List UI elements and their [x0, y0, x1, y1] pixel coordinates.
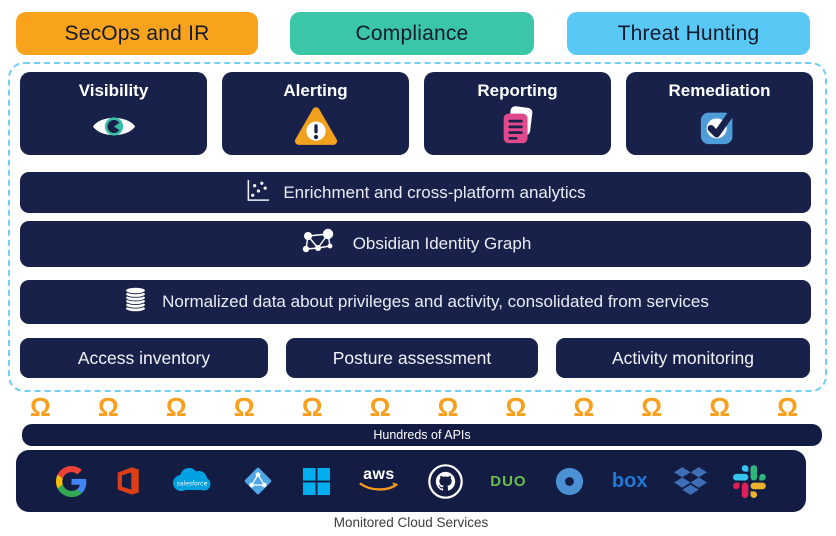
link-connector-icon: Ω	[437, 392, 459, 422]
link-connector-icon: Ω	[573, 392, 595, 422]
layer-normalized-data-label: Normalized data about privileges and act…	[162, 292, 709, 311]
capability-reporting-label: Reporting	[477, 81, 558, 100]
pill-compliance-label: Compliance	[355, 21, 469, 45]
capability-visibility-label: Visibility	[78, 81, 149, 100]
api-count-label: Hundreds of APIs	[373, 428, 471, 442]
report-document-icon	[497, 101, 539, 155]
function-posture-assessment-label: Posture assessment	[332, 347, 492, 368]
api-connectors-row: Ω Ω Ω Ω Ω Ω Ω Ω Ω Ω Ω Ω	[16, 392, 812, 422]
function-activity-monitoring: Activity monitoring	[556, 338, 810, 378]
monitored-services-bar: salesforce aws	[16, 450, 806, 512]
capability-remediation: Remediation	[626, 72, 813, 155]
aws-logo-text: aws	[363, 466, 395, 484]
layer-analytics-label: Enrichment and cross-platform analytics	[283, 182, 586, 202]
database-icon	[122, 285, 149, 319]
pill-threat-hunting: Threat Hunting	[567, 12, 810, 55]
capability-remediation-label: Remediation	[668, 81, 771, 100]
svg-text:salesforce: salesforce	[177, 481, 208, 488]
pill-secops-label: SecOps and IR	[64, 21, 210, 45]
checkbox-icon	[698, 101, 742, 155]
capability-reporting: Reporting	[424, 72, 611, 155]
duo-logo-text: DUO	[490, 472, 527, 490]
platform-boundary	[8, 62, 827, 392]
capability-visibility: Visibility	[20, 72, 207, 155]
box-logo-icon: box	[612, 471, 648, 491]
api-count-bar: Hundreds of APIs	[22, 424, 822, 446]
dropbox-logo-icon	[673, 466, 707, 496]
link-connector-icon: Ω	[641, 392, 663, 422]
salesforce-logo-icon: salesforce	[169, 466, 213, 496]
link-connector-icon: Ω	[233, 392, 255, 422]
eye-icon	[91, 101, 137, 155]
alert-triangle-icon	[294, 101, 338, 155]
layer-identity-graph: Obsidian Identity Graph	[20, 221, 811, 267]
box-logo-text: box	[611, 470, 648, 492]
link-connector-icon: Ω	[777, 392, 798, 422]
pill-compliance: Compliance	[290, 12, 534, 55]
link-connector-icon: Ω	[30, 392, 51, 422]
link-connector-icon: Ω	[165, 392, 187, 422]
capability-alerting: Alerting	[222, 72, 409, 155]
duo-logo-icon: DUO	[490, 473, 526, 490]
slack-logo-icon	[732, 464, 766, 498]
okta-logo-icon	[553, 465, 586, 498]
link-connector-icon: Ω	[369, 392, 391, 422]
github-logo-icon	[427, 463, 464, 500]
link-connector-icon: Ω	[505, 392, 527, 422]
link-connector-icon: Ω	[97, 392, 119, 422]
layer-identity-graph-label: Obsidian Identity Graph	[352, 234, 532, 253]
aws-logo-icon: aws	[357, 466, 401, 493]
layer-normalized-data: Normalized data about privileges and act…	[20, 280, 811, 324]
link-connector-icon: Ω	[301, 392, 323, 422]
function-access-inventory-label: Access inventory	[77, 347, 211, 368]
link-connector-icon: Ω	[709, 392, 731, 422]
layer-analytics: Enrichment and cross-platform analytics	[20, 172, 811, 213]
function-access-inventory: Access inventory	[20, 338, 268, 378]
windows-logo-icon	[302, 467, 331, 496]
pill-threat-hunting-label: Threat Hunting	[617, 21, 760, 45]
azure-ad-logo-icon	[240, 463, 276, 499]
monitored-services-caption: Monitored Cloud Services	[333, 515, 489, 530]
scatter-plot-icon	[245, 178, 270, 208]
pill-secops-and-ir: SecOps and IR	[16, 12, 258, 55]
office-365-logo-icon	[113, 466, 143, 496]
function-posture-assessment: Posture assessment	[286, 338, 538, 378]
network-graph-icon	[300, 227, 340, 262]
google-logo-icon	[56, 465, 87, 497]
capability-alerting-label: Alerting	[283, 81, 348, 100]
function-activity-monitoring-label: Activity monitoring	[612, 347, 754, 368]
